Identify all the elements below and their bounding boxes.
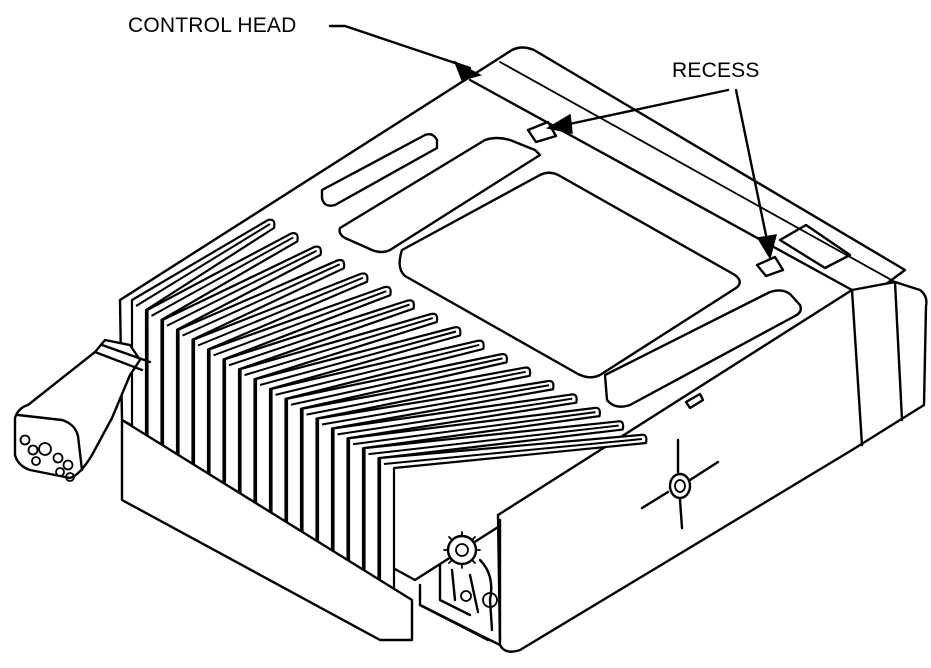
connector-pin <box>55 467 65 477</box>
control-head-seam-2 <box>893 280 904 422</box>
recess-arrowhead-2 <box>756 234 778 260</box>
recess-leader-line-2 <box>734 88 770 247</box>
connector-pin <box>62 459 74 471</box>
control-head-top-edge <box>468 78 854 292</box>
recess-label: RECESS <box>672 59 760 82</box>
knob-detail <box>482 592 498 608</box>
connector-pin <box>31 456 41 466</box>
knob-detail-2 <box>460 590 472 602</box>
gear-teeth <box>443 531 481 569</box>
control-head-seam <box>850 288 864 447</box>
heatsink-fin-edge <box>275 343 480 396</box>
crosshair-center <box>668 472 692 500</box>
control-head-label-plate <box>778 223 852 270</box>
front-lower-lip-2 <box>418 603 490 642</box>
heatsink-fin-edge <box>306 370 526 416</box>
gear-hub <box>455 543 469 557</box>
connector-face <box>16 413 84 472</box>
connector-pin <box>27 444 39 456</box>
callouts: CONTROL HEAD RECESS <box>128 14 778 260</box>
mounting-crosshair <box>640 438 720 530</box>
top-panel-markings <box>320 120 852 410</box>
connector-flange-2 <box>100 343 152 364</box>
housing-side-plate <box>120 418 414 642</box>
rear-connector <box>13 338 152 482</box>
crosshair-vertical <box>676 438 684 530</box>
knob-mount <box>438 558 494 632</box>
connector-pin <box>65 472 75 482</box>
top-panel-slot-3 <box>603 289 803 408</box>
control-head-top-edge-2 <box>499 61 896 283</box>
heatsink-fin-edge <box>166 249 317 327</box>
recess-arrowhead-1 <box>545 113 573 134</box>
connector-flange <box>93 350 144 372</box>
connector-pins <box>19 434 75 482</box>
heatsink-fin-edge <box>337 397 573 436</box>
heatsink-fin-edge <box>321 384 550 426</box>
connector-pin <box>38 442 52 456</box>
heatsink-fin-edge <box>228 303 410 367</box>
heatsink-fin-edge <box>368 424 619 456</box>
heatsink-fin-edge <box>197 276 364 347</box>
heatsink-fin-edge <box>182 263 341 337</box>
top-panel-slot-2 <box>338 136 542 254</box>
crosshair-center-inner <box>674 479 686 493</box>
heatsink-fin-edge <box>151 236 294 317</box>
front-small-slot <box>684 392 705 410</box>
heatsink-fin-edge <box>290 357 503 406</box>
heatsink-fin-edge <box>244 317 434 377</box>
control-head-arrowhead <box>453 60 483 81</box>
recess-leader-line-1 <box>558 88 730 128</box>
connector-pin <box>19 434 31 446</box>
top-panel-center-plate <box>398 171 741 379</box>
control-head-label: CONTROL HEAD <box>128 14 296 37</box>
top-panel-slot-1 <box>320 132 439 207</box>
connector-pin <box>52 452 64 464</box>
heatsink-fin-edge <box>259 330 457 386</box>
front-adjustment-knob <box>438 531 498 632</box>
heatsink-fin-edge <box>135 223 271 307</box>
recess-2 <box>755 255 785 278</box>
crosshair-horizontal <box>640 460 720 510</box>
heatsink-fin-edge <box>213 290 387 357</box>
heatsink-fin-edge <box>352 411 596 446</box>
heatsink-fin-edge <box>383 438 643 465</box>
heatsink-fins <box>120 218 648 642</box>
control-head-leader-line <box>328 24 472 70</box>
